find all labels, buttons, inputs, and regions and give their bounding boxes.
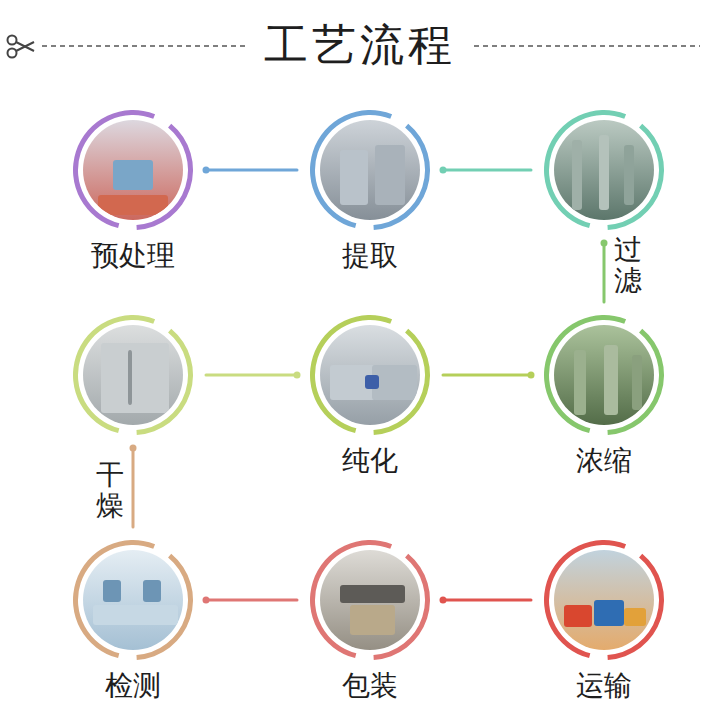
photo-detail (98, 195, 168, 215)
photo-detail (572, 140, 582, 210)
photo-detail (624, 608, 646, 626)
ring-arc (310, 315, 392, 433)
step-label: 检测 (105, 669, 161, 703)
flow-connector (443, 374, 531, 377)
process-step: 过滤 (539, 105, 669, 235)
photo-detail (103, 580, 121, 602)
ring-arc (73, 315, 155, 433)
connector-dot (528, 372, 535, 379)
connector-dot (203, 167, 210, 174)
flow-connector (206, 374, 297, 377)
step-circle (539, 535, 669, 665)
photo-detail (574, 350, 586, 415)
photo-detail (113, 160, 153, 190)
photo-detail (632, 355, 642, 410)
step-circle (68, 535, 198, 665)
ring-arc (607, 329, 664, 435)
connector-dot (294, 372, 301, 379)
flow-connector (443, 599, 531, 602)
ring-arc (607, 554, 664, 660)
step-circle (539, 105, 669, 235)
ring-arc (310, 110, 392, 228)
step-circle (539, 310, 669, 440)
photo-detail (564, 605, 592, 627)
ring-arc (373, 329, 430, 435)
photo-detail (375, 145, 405, 205)
step-label: 包装 (342, 669, 398, 703)
connector-dot (130, 445, 137, 452)
ring-arc (136, 124, 193, 230)
step-photo (539, 535, 669, 665)
diagram-title: 工艺流程 (248, 19, 472, 70)
step-label: 纯化 (342, 444, 398, 478)
ring-arc (373, 124, 430, 230)
step-label: 预处理 (91, 239, 175, 273)
ring-arc (607, 124, 664, 230)
process-step: 运输 (539, 535, 669, 665)
photo-detail (624, 145, 634, 205)
photo-detail (128, 350, 132, 405)
process-step: 包装 (305, 535, 435, 665)
flow-connector (206, 169, 297, 172)
ring-arc (310, 540, 392, 658)
flow-connector (132, 448, 135, 527)
step-photo (68, 310, 198, 440)
photo-detail (604, 345, 618, 415)
photo-detail (365, 375, 379, 389)
flow-connector (206, 599, 297, 602)
step-label: 过滤 (614, 235, 642, 297)
step-circle (68, 105, 198, 235)
step-label: 干燥 (96, 460, 124, 522)
ring-arc (544, 540, 626, 658)
connector-dot (601, 240, 608, 247)
step-label: 提取 (342, 239, 398, 273)
photo-detail (594, 600, 624, 626)
step-photo (305, 310, 435, 440)
step-label: 运输 (576, 669, 632, 703)
photo-detail (340, 150, 368, 205)
step-photo (539, 310, 669, 440)
step-photo (539, 105, 669, 235)
flow-connector (443, 169, 531, 172)
step-photo (68, 535, 198, 665)
connector-dot (203, 597, 210, 604)
flow-connector (603, 243, 606, 302)
step-circle (305, 535, 435, 665)
process-step: 提取 (305, 105, 435, 235)
ring-arc (544, 315, 626, 433)
process-step: 干燥 (68, 310, 198, 440)
step-photo (305, 105, 435, 235)
step-label: 浓缩 (576, 444, 632, 478)
process-step: 检测 (68, 535, 198, 665)
ring-arc (373, 554, 430, 660)
step-photo (68, 105, 198, 235)
photo-detail (143, 580, 161, 602)
photo-detail (340, 585, 405, 603)
photo-detail (350, 605, 395, 635)
connector-dot (440, 167, 447, 174)
step-circle (305, 310, 435, 440)
process-step: 预处理 (68, 105, 198, 235)
ring-arc (73, 110, 155, 228)
photo-detail (599, 135, 609, 210)
ring-arc (136, 329, 193, 435)
photo-detail (101, 343, 169, 413)
process-step: 浓缩 (539, 310, 669, 440)
ring-arc (136, 554, 193, 660)
step-circle (68, 310, 198, 440)
step-photo (305, 535, 435, 665)
step-circle (305, 105, 435, 235)
photo-detail (93, 605, 178, 625)
process-step: 纯化 (305, 310, 435, 440)
ring-arc (544, 110, 626, 228)
connector-dot (440, 597, 447, 604)
scissors-icon (8, 36, 35, 58)
ring-arc (73, 540, 155, 658)
